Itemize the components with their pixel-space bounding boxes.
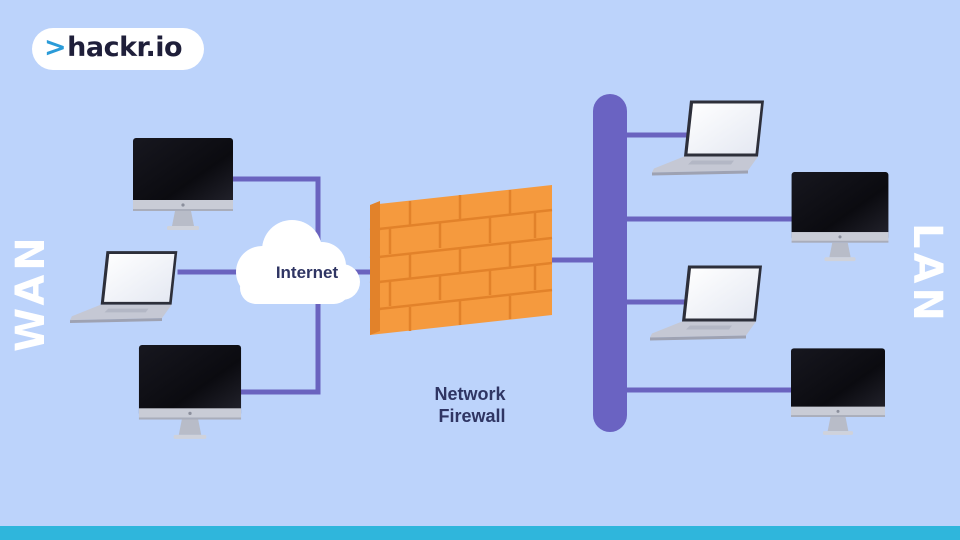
internet-label: Internet	[275, 263, 339, 282]
brand-logo: >hackr.io	[44, 31, 183, 65]
desktop-icon	[791, 348, 885, 435]
firewall-wall	[369, 185, 553, 335]
bottom-accent-bar	[0, 526, 960, 540]
laptop-icon	[652, 100, 764, 176]
wan-link-desktop-top	[230, 176, 321, 248]
lan-devices	[650, 100, 889, 435]
logo-badge	[32, 28, 204, 70]
wan-devices	[70, 138, 242, 439]
desktop-icon	[138, 345, 242, 439]
internet-cloud	[236, 220, 360, 304]
laptop-icon	[70, 251, 178, 323]
wan-link-desktop-bottom	[240, 302, 321, 395]
brand-prefix: >	[44, 32, 67, 63]
brand-name: hackr.io	[67, 32, 183, 63]
lan-label: LAN	[904, 223, 950, 325]
lan-bus	[593, 94, 627, 432]
firewall-label-line1: Network	[434, 384, 506, 404]
wan-label: WAN	[8, 233, 54, 352]
desktop-icon	[791, 172, 889, 262]
desktop-icon	[133, 138, 233, 230]
firewall-label-line2: Firewall	[438, 406, 506, 426]
